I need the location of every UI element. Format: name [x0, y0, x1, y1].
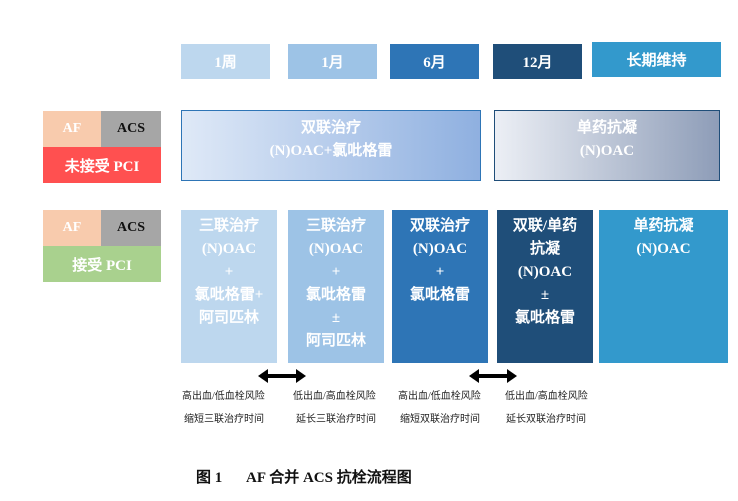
- tag-acs-no-pci: ACS: [101, 111, 161, 147]
- period-12-month: 12月: [493, 44, 582, 79]
- double-arrow-icon: [258, 369, 306, 383]
- pci-cell4-line: 双联/单药: [512, 218, 578, 234]
- pci-cell2-line: 氯吡格雷: [305, 287, 366, 303]
- pci-triple-therapy-1: 三联治疗 (N)OAC + 氯吡格雷+ 阿司匹林: [181, 210, 277, 363]
- figure-number: 图 1: [196, 470, 223, 486]
- pci-cell1-line: 阿司匹林: [198, 310, 259, 326]
- pci-cell4-line: 抗凝: [529, 241, 560, 257]
- pci-cell4-line: ±: [540, 287, 550, 303]
- no-pci-dual-regimen: (N)OAC+氯吡格雷: [269, 143, 393, 159]
- note-extend-triple-action: 延长三联治疗时间: [296, 414, 376, 425]
- figure-title: AF 合并 ACS 抗栓流程图: [246, 470, 412, 486]
- note-extend-triple-risk: 低出血/高血栓风险: [293, 391, 376, 402]
- pci-cell2-line: ±: [331, 310, 341, 326]
- tag-no-pci: 未接受 PCI: [43, 147, 161, 183]
- pci-mono-anticoag: 单药抗凝 (N)OAC: [599, 210, 728, 363]
- note-extend-dual-action: 延长双联治疗时间: [506, 414, 586, 425]
- pci-cell2-line: 三联治疗: [305, 218, 366, 234]
- no-pci-mono-anticoag: 单药抗凝 (N)OAC: [494, 110, 720, 181]
- pci-cell3-line: 双联治疗: [409, 218, 470, 234]
- pci-cell2-line: (N)OAC: [308, 241, 364, 257]
- note-shorten-dual-action: 缩短双联治疗时间: [400, 414, 480, 425]
- period-1-month: 1月: [288, 44, 377, 79]
- pci-cell4-line: 氯吡格雷: [514, 310, 575, 326]
- no-pci-dual-therapy: 双联治疗 (N)OAC+氯吡格雷: [181, 110, 481, 181]
- pci-triple-therapy-2: 三联治疗 (N)OAC + 氯吡格雷 ± 阿司匹林: [288, 210, 384, 363]
- pci-cell4-line: (N)OAC: [517, 264, 573, 280]
- no-pci-mono-regimen: (N)OAC: [579, 143, 635, 159]
- double-arrow-icon: [469, 369, 517, 383]
- tag-acs-pci: ACS: [101, 210, 161, 246]
- tag-af-no-pci: AF: [43, 111, 101, 147]
- period-long-term: 长期维持: [592, 42, 721, 77]
- pci-cell3-line: (N)OAC: [412, 241, 468, 257]
- period-1-week: 1周: [181, 44, 270, 79]
- note-extend-dual-risk: 低出血/高血栓风险: [505, 391, 588, 402]
- pci-cell5-line: (N)OAC: [636, 241, 691, 257]
- pci-cell5-line: 单药抗凝: [633, 218, 694, 234]
- no-pci-dual-title: 双联治疗: [300, 120, 361, 136]
- pci-cell1-line: (N)OAC: [201, 241, 257, 257]
- tag-af-pci: AF: [43, 210, 101, 246]
- pci-cell1-line: +: [224, 264, 234, 280]
- period-6-month: 6月: [390, 44, 479, 79]
- pci-cell3-line: +: [435, 264, 445, 280]
- note-shorten-triple-risk: 高出血/低血栓风险: [182, 391, 265, 402]
- pci-cell2-line: 阿司匹林: [305, 333, 366, 349]
- pci-cell1-line: 氯吡格雷+: [194, 287, 264, 303]
- pci-dual-or-mono: 双联/单药 抗凝 (N)OAC ± 氯吡格雷: [497, 210, 593, 363]
- pci-cell3-line: 氯吡格雷: [409, 287, 470, 303]
- pci-cell1-line: 三联治疗: [198, 218, 259, 234]
- note-shorten-dual-risk: 高出血/低血栓风险: [398, 391, 481, 402]
- no-pci-mono-title: 单药抗凝: [576, 120, 637, 136]
- pci-cell2-line: +: [331, 264, 341, 280]
- note-shorten-triple-action: 缩短三联治疗时间: [184, 414, 264, 425]
- pci-dual-therapy: 双联治疗 (N)OAC + 氯吡格雷: [392, 210, 488, 363]
- tag-pci: 接受 PCI: [43, 246, 161, 282]
